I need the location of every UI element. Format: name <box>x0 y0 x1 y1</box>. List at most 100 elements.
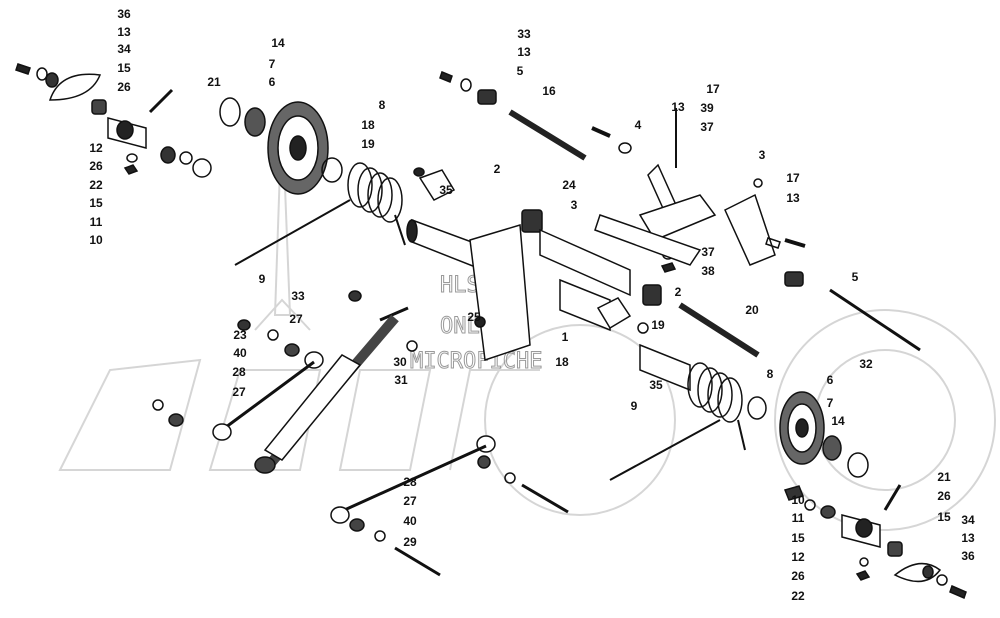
washer-34 <box>45 72 59 88</box>
callout-label: 21 <box>207 75 221 89</box>
callout-label: 19 <box>651 318 665 332</box>
callout-label: 11 <box>90 215 103 229</box>
block-18 <box>418 169 456 201</box>
callout-label: 22 <box>89 178 103 192</box>
link-28-lower <box>339 444 487 514</box>
callout-label: 40 <box>233 346 247 360</box>
callout-label: 33 <box>291 289 305 303</box>
callout-label: 26 <box>791 569 805 583</box>
bushing-2-upper <box>521 209 543 233</box>
callout-label: 14 <box>271 36 285 50</box>
callout-label: 5 <box>852 270 859 284</box>
callout-label: 18 <box>361 118 375 132</box>
left-upper-parts <box>15 63 489 274</box>
callout-label: 13 <box>961 531 975 545</box>
bearing-14 <box>219 97 241 127</box>
callout-label: 26 <box>937 489 951 503</box>
callout-label: 27 <box>403 494 417 508</box>
callout-label: 17 <box>786 171 800 185</box>
callout-label: 2 <box>494 162 501 176</box>
bolt-29 <box>394 546 441 577</box>
callout-label: 3 <box>759 148 766 162</box>
callout-label: 34 <box>117 42 131 56</box>
callout-label: 4 <box>635 118 642 132</box>
callout-label: 15 <box>791 531 805 545</box>
callout-label: 30 <box>393 355 407 369</box>
callout-label: 39 <box>700 101 714 115</box>
callout-label: 10 <box>89 233 103 247</box>
torsion-spring-right <box>609 362 746 481</box>
callout-label: 11 <box>792 511 805 525</box>
watermark-logo <box>58 109 996 531</box>
callout-label: 2 <box>675 285 682 299</box>
cross-tube-24 <box>594 214 702 266</box>
callout-label: 23 <box>233 328 247 342</box>
callout-label: 9 <box>631 399 638 413</box>
callout-label: 3 <box>571 198 578 212</box>
callout-label: 28 <box>232 365 246 379</box>
bolt-32 <box>829 288 921 352</box>
callout-label: 7 <box>827 396 834 410</box>
callout-label: 12 <box>791 550 805 564</box>
callout-label: 34 <box>961 513 975 527</box>
callout-label: 16 <box>542 84 556 98</box>
callout-label: 6 <box>269 75 276 89</box>
callout-label: 29 <box>403 535 417 549</box>
bolt-36 <box>15 63 31 75</box>
callout-label: 15 <box>937 510 951 524</box>
callout-label: 20 <box>745 303 759 317</box>
callout-label: 13 <box>517 45 531 59</box>
callout-label: 38 <box>701 264 715 278</box>
callout-label: 8 <box>379 98 386 112</box>
washer-26 <box>126 153 138 163</box>
callout-label: 10 <box>791 493 805 507</box>
callout-label: 25 <box>467 310 481 324</box>
callout-label: 17 <box>706 82 720 96</box>
bushing-5-right <box>784 271 804 287</box>
rod-16 <box>508 109 587 161</box>
callout-label: 1 <box>562 330 569 344</box>
shock-and-links <box>152 290 569 577</box>
callout-label: 36 <box>117 7 131 21</box>
link-28-upper <box>221 360 315 432</box>
callout-label: 9 <box>259 272 266 286</box>
nut-22 <box>123 164 139 175</box>
callout-label: 40 <box>403 514 417 528</box>
callout-label: 37 <box>701 245 715 259</box>
watermark-line-3: MICROFICHE <box>410 349 542 374</box>
callout-label: 32 <box>859 357 873 371</box>
rod-20 <box>678 302 760 358</box>
callout-label: 5 <box>517 64 524 78</box>
right-lower-parts <box>609 362 967 600</box>
callout-label: 8 <box>767 367 774 381</box>
frame-plate <box>469 224 531 362</box>
callout-label: 14 <box>831 414 845 428</box>
bearing-7 <box>244 107 266 137</box>
callout-label: 37 <box>700 120 714 134</box>
callout-label: 6 <box>827 373 834 387</box>
callout-label: 35 <box>439 183 453 197</box>
callout-label: 22 <box>791 589 805 603</box>
torsion-spring-left <box>234 162 406 266</box>
washer-13 <box>36 67 48 81</box>
callout-label: 15 <box>89 196 103 210</box>
callout-label: 13 <box>786 191 800 205</box>
callout-label: 13 <box>671 100 685 114</box>
callout-label: 36 <box>961 549 975 563</box>
plate-gasket <box>48 73 102 101</box>
callout-label: 26 <box>89 159 103 173</box>
block-18-right <box>596 297 632 330</box>
callout-label: 7 <box>269 57 276 71</box>
shock-body-31 <box>263 354 362 461</box>
bracket-arm <box>724 193 776 266</box>
callout-label: 28 <box>403 475 417 489</box>
upper-right-parts <box>439 71 921 352</box>
callout-label: 33 <box>517 27 531 41</box>
callout-label: 35 <box>649 378 663 392</box>
callout-label: 12 <box>89 141 103 155</box>
callout-label: 15 <box>117 61 131 75</box>
callout-label: 26 <box>117 80 131 94</box>
